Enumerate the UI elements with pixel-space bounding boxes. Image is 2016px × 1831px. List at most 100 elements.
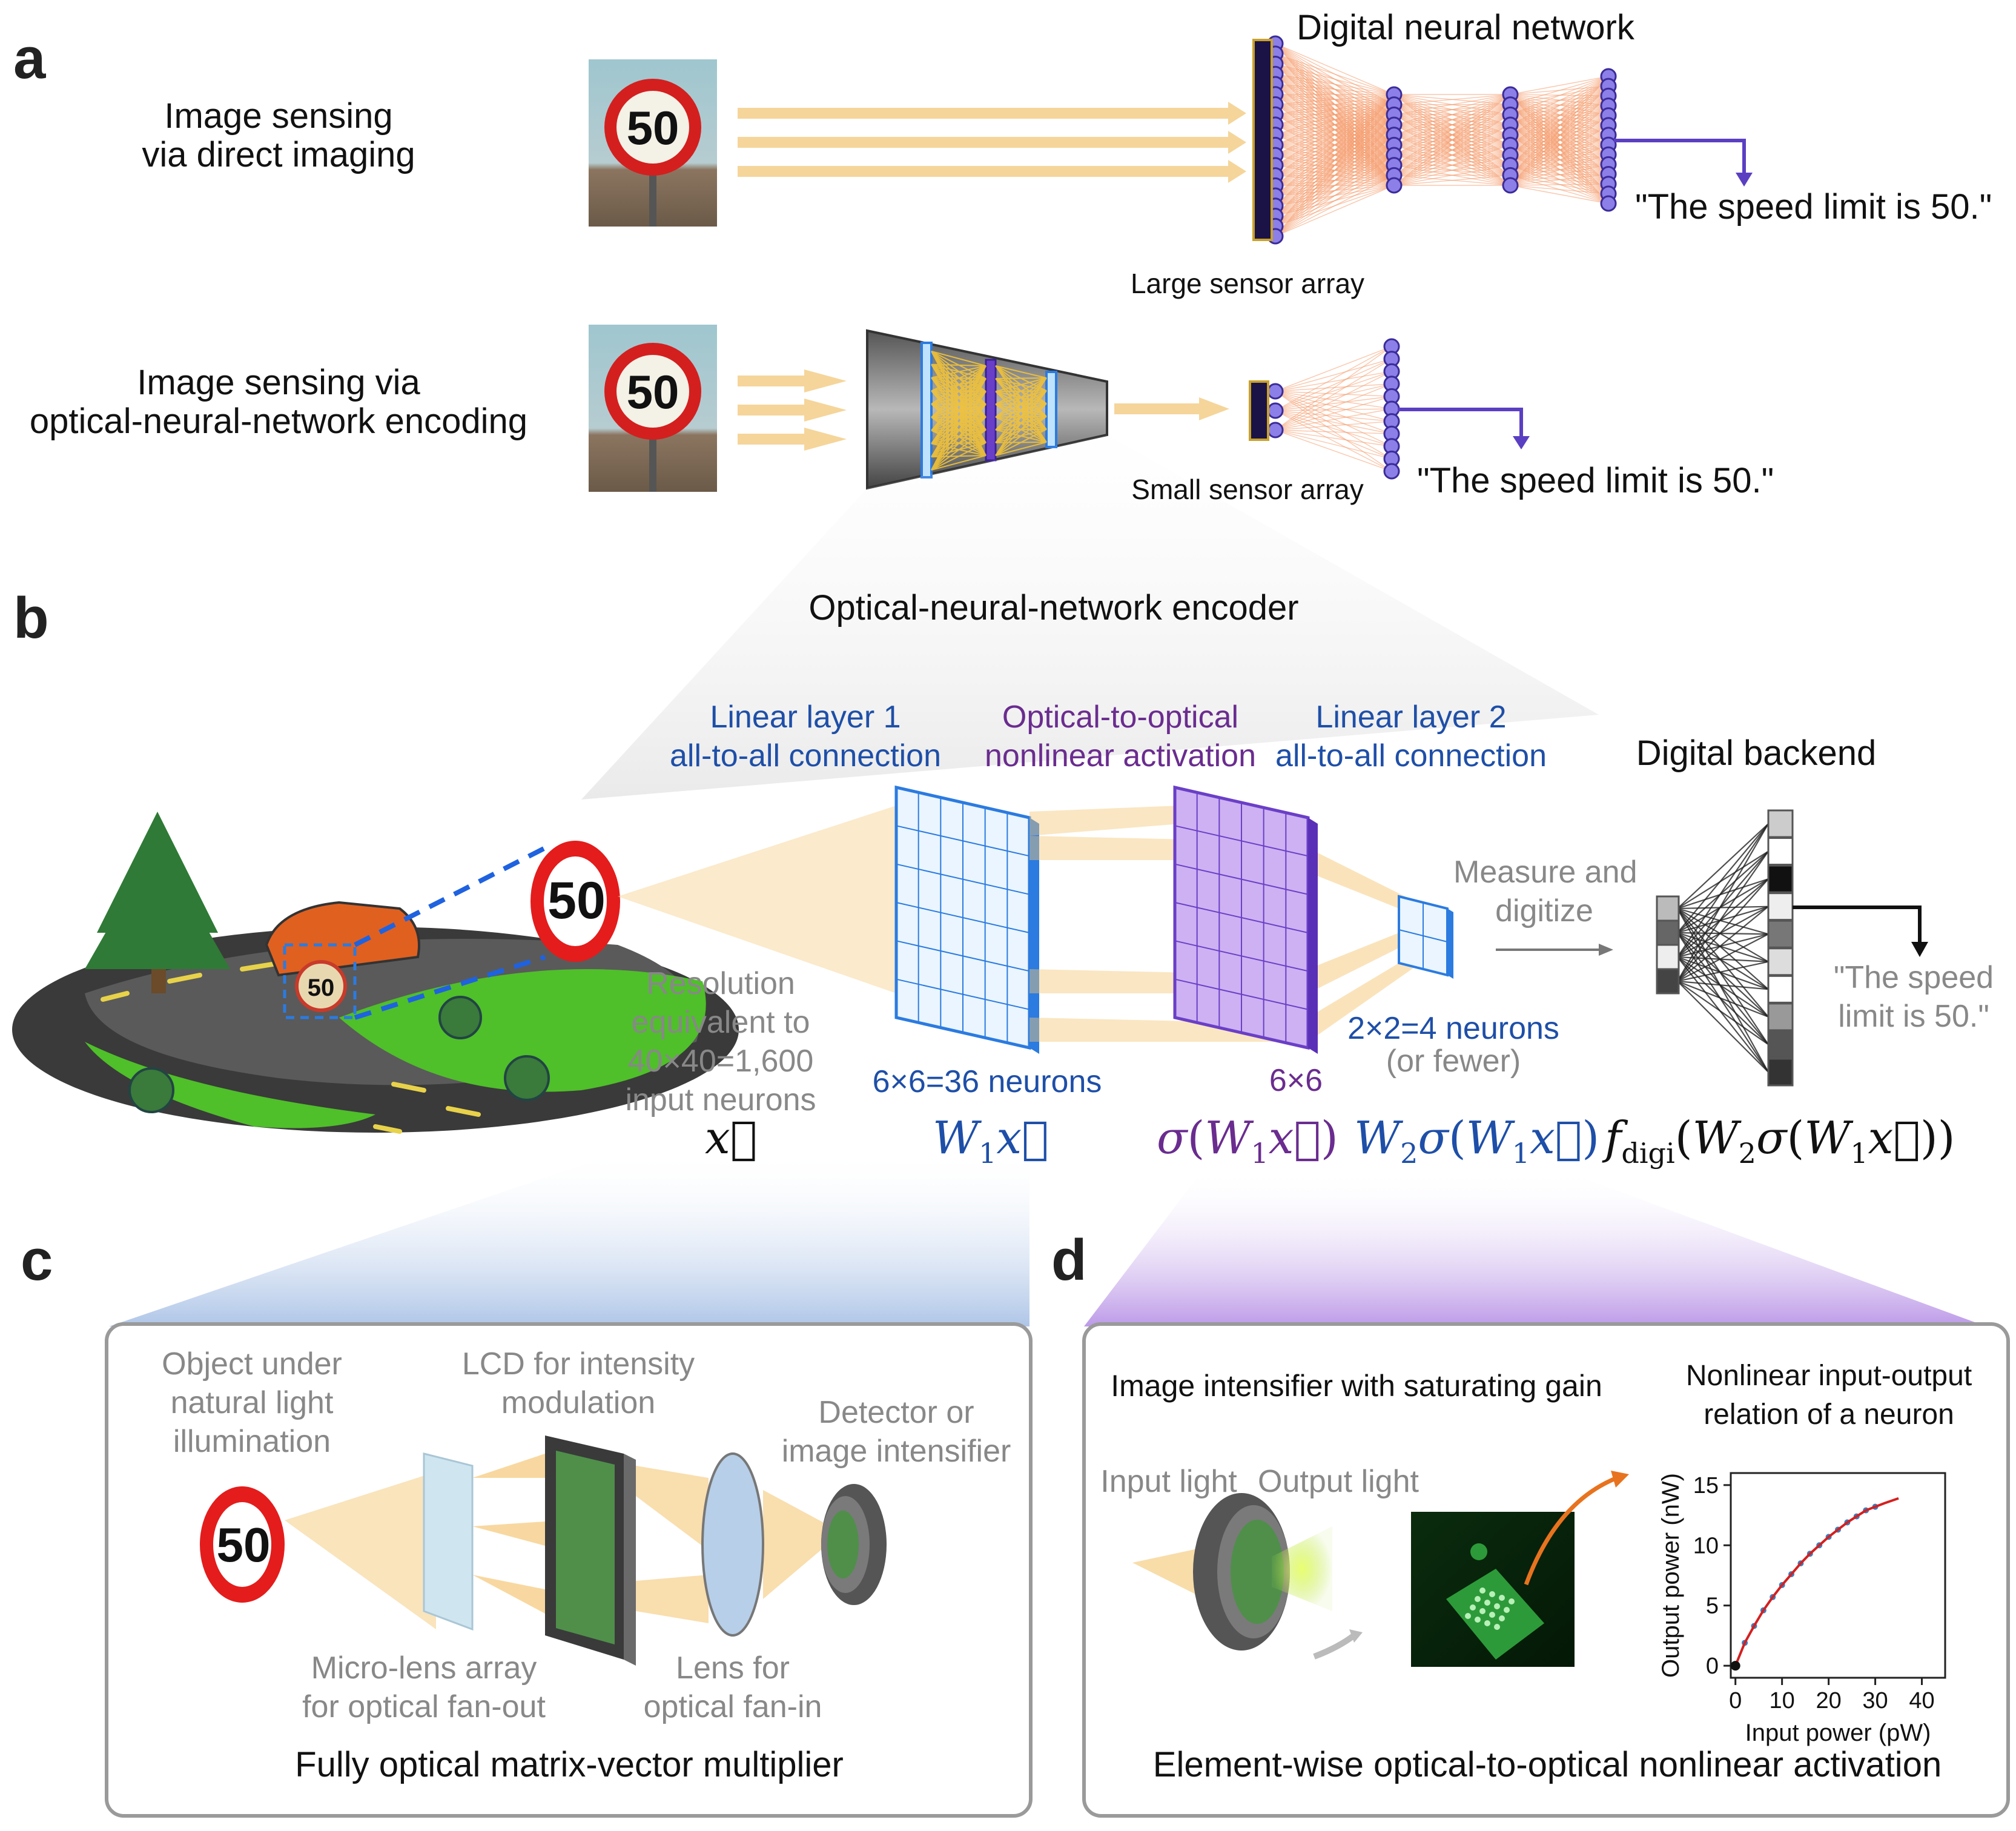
- neuron-spot: [1489, 1591, 1495, 1597]
- dnn1-edge: [1393, 154, 1511, 186]
- dnn2-edge: [1275, 429, 1392, 472]
- object-line2: natural light: [170, 1385, 334, 1420]
- panel-c-sign-number: 50: [217, 1518, 271, 1572]
- panel-c-optics: [200, 1435, 887, 1666]
- dnn1-edge: [1393, 94, 1511, 176]
- backend-edge: [1677, 956, 1769, 1073]
- x-tick-label: 40: [1909, 1688, 1934, 1713]
- digital-neural-network-large: [1267, 35, 1617, 245]
- dnn1-edge: [1393, 164, 1511, 186]
- dnn2-node: [1267, 422, 1284, 439]
- large-sensor-array: [1252, 39, 1273, 241]
- dnn2-edge: [1275, 391, 1392, 447]
- dnn1-edge: [1510, 76, 1609, 105]
- sign-number-2: 50: [627, 365, 679, 419]
- dnn1-edge: [1275, 94, 1395, 196]
- panel-d-intensifier: [1132, 1493, 1363, 1660]
- panel-letter-a: a: [13, 26, 46, 91]
- dnn1-node: [1502, 177, 1519, 194]
- dnn2-edge: [1275, 383, 1392, 431]
- encoder-edge: [931, 403, 987, 471]
- backend-edge: [1677, 932, 1769, 1045]
- backend-edge: [1677, 906, 1769, 910]
- backend-output-line1: "The speed: [1833, 960, 1994, 995]
- dnn2-edge: [1275, 410, 1392, 472]
- backend-output-cell: [1767, 837, 1794, 866]
- optical-encoder-device: [866, 329, 1108, 490]
- grid-line: [896, 978, 1030, 1010]
- dnn1-edge: [1275, 94, 1395, 207]
- linear1-label-line2: all-to-all connection: [669, 738, 942, 773]
- lcd-line1: LCD for intensity: [461, 1346, 695, 1382]
- dnn1-edge: [1510, 105, 1609, 186]
- backend-input-cell: [1656, 944, 1680, 970]
- dnn1-edge: [1510, 76, 1609, 186]
- neuron-spot: [1489, 1612, 1495, 1618]
- dnn1-edge: [1275, 104, 1395, 237]
- backend-edge: [1677, 823, 1769, 909]
- row2-label-line2: optical-neural-network encoding: [29, 402, 528, 441]
- large-sensor-label: Large sensor array: [1130, 268, 1365, 299]
- dnn1-edge: [1510, 76, 1609, 95]
- encoder-edge: [931, 365, 987, 431]
- dnn2-edge: [1275, 359, 1392, 431]
- panel-letter-c: c: [21, 1228, 53, 1293]
- backend-edge: [1677, 906, 1769, 982]
- dnn1-edge: [1275, 154, 1395, 237]
- lcd-line2: modulation: [501, 1385, 656, 1420]
- backend-title: Digital backend: [1636, 733, 1877, 773]
- scene-diorama: [12, 812, 739, 1134]
- beams-direct: [738, 102, 1246, 183]
- backend-output-cell: [1767, 975, 1794, 1004]
- panel-d-title: Element-wise optical-to-optical nonlinea…: [1152, 1745, 1942, 1784]
- x-tick-label: 20: [1816, 1688, 1841, 1713]
- dnn2-edge: [1275, 358, 1392, 411]
- grid-line: [1174, 940, 1309, 972]
- backend-output-cell: [1767, 919, 1794, 949]
- dnn1-edge: [1393, 94, 1511, 105]
- dnn2-edge: [1275, 410, 1392, 434]
- dnn1-edge: [1275, 94, 1395, 105]
- dnn1-edge: [1393, 174, 1511, 186]
- encoder-edge: [931, 365, 987, 445]
- encoder-edge: [931, 365, 987, 379]
- zoom-cone-encoder: [581, 435, 1599, 800]
- panel-letter-d: d: [1051, 1228, 1087, 1293]
- encoder-edge: [995, 377, 1047, 418]
- backend-edge: [1677, 823, 1769, 982]
- encoder-edge: [995, 390, 1047, 456]
- y-tick-label: 10: [1693, 1533, 1719, 1558]
- plot-title-line2: relation of a neuron: [1704, 1399, 1954, 1431]
- dnn2-edge: [1275, 346, 1392, 431]
- encoder-edge: [931, 416, 987, 471]
- dnn1-edge: [1275, 84, 1395, 95]
- zoom-cone-d: [1084, 1175, 1986, 1326]
- x-axis-label: Input power (pW): [1745, 1720, 1931, 1746]
- backend-edge: [1677, 980, 1769, 990]
- origin-point: [1730, 1661, 1740, 1671]
- dnn1-edge: [1510, 173, 1609, 186]
- backend-edge: [1677, 878, 1769, 958]
- dnn1-edge: [1275, 114, 1395, 237]
- light-cone-input: [618, 806, 896, 993]
- neuron-spot: [1499, 1595, 1505, 1601]
- neuron-spot: [1475, 1596, 1481, 1602]
- linear1-label: Linear layer 1 all-to-all connection: [654, 698, 957, 775]
- dnn2-edge: [1275, 346, 1392, 392]
- encoder-edge: [995, 365, 1047, 379]
- dnn2-edge: [1275, 371, 1392, 431]
- encoder-edge: [931, 365, 987, 405]
- fit-line: [1734, 1497, 1899, 1666]
- dnn2-edge: [1275, 408, 1392, 411]
- backend-output-cell: [1767, 1030, 1794, 1059]
- dnn1-edge: [1510, 76, 1609, 125]
- encoder-edge: [995, 416, 1047, 456]
- backend-input-cell: [1656, 919, 1680, 946]
- backend-output-cell: [1767, 892, 1794, 921]
- panel-letter-b: b: [13, 586, 49, 651]
- dnn2-node: [1267, 402, 1284, 419]
- backend-edge: [1677, 956, 1769, 990]
- dnn2-edge: [1275, 391, 1392, 434]
- dnn1-edge: [1510, 185, 1609, 194]
